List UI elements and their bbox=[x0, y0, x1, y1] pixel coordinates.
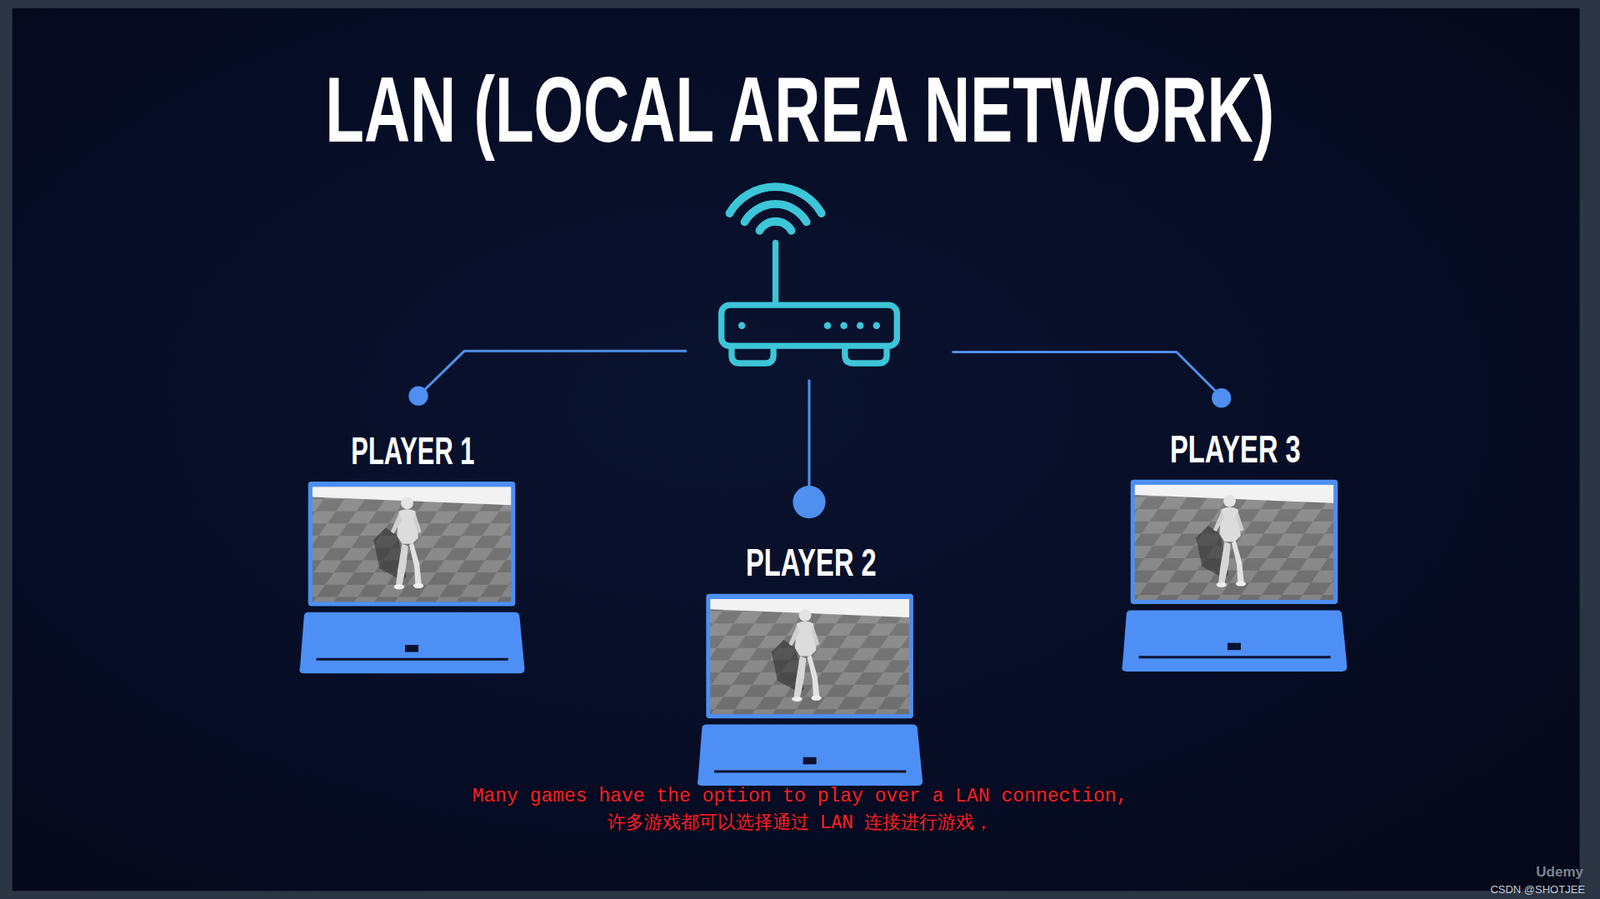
router-leds bbox=[738, 321, 880, 330]
network-link bbox=[422, 350, 687, 392]
network-link bbox=[807, 380, 810, 489]
player-label: PLAYER 1 bbox=[350, 427, 475, 475]
router-antenna bbox=[772, 242, 779, 303]
router-body bbox=[721, 305, 898, 346]
laptop-player-3 bbox=[1121, 480, 1347, 672]
player-label: PLAYER 3 bbox=[1170, 425, 1301, 473]
slide-title: LAN (LOCAL AREA NETWORK) bbox=[325, 58, 1275, 161]
link-dot bbox=[408, 386, 428, 406]
router-foot bbox=[731, 348, 774, 364]
wifi-arc bbox=[760, 221, 792, 231]
subtitle-chinese: 许多游戏都可以选择通过 LAN 连接进行游戏， bbox=[0, 810, 1600, 835]
player-node: PLAYER 3 bbox=[1123, 425, 1348, 671]
router-leds-part bbox=[824, 321, 832, 330]
laptop-player-2 bbox=[697, 594, 923, 786]
slide-background bbox=[12, 8, 1580, 891]
link-dot bbox=[1211, 388, 1231, 408]
router-leds-part bbox=[840, 321, 848, 330]
link-dot bbox=[792, 485, 825, 519]
router-icon bbox=[721, 186, 898, 364]
subtitle-english: Many games have the option to play over … bbox=[0, 785, 1600, 808]
link-dots bbox=[408, 386, 1231, 520]
player-node: PLAYER 1 bbox=[300, 427, 525, 674]
router-leds-part bbox=[873, 321, 881, 330]
csdn-watermark: CSDN @SHOTJEE bbox=[1490, 883, 1585, 896]
router-leds-part bbox=[738, 321, 746, 330]
router-leds-part bbox=[856, 321, 865, 330]
network-links bbox=[422, 350, 1218, 488]
player-label: PLAYER 2 bbox=[745, 539, 877, 586]
title-container: LAN (LOCAL AREA NETWORK) bbox=[0, 58, 1600, 161]
laptop-player-1 bbox=[299, 481, 525, 674]
router-foot bbox=[845, 348, 887, 364]
udemy-watermark: Udemy bbox=[1535, 864, 1584, 881]
player-node: PLAYER 2 bbox=[699, 539, 924, 786]
network-link bbox=[951, 352, 1217, 394]
